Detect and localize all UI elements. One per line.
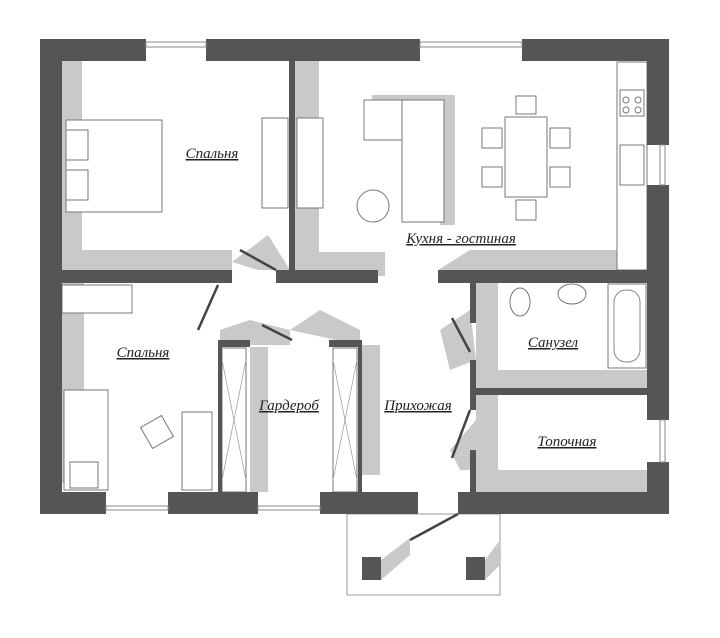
door <box>450 409 472 459</box>
chair <box>481 166 503 188</box>
chair <box>481 127 503 149</box>
office-chair <box>139 414 175 450</box>
window <box>659 419 666 463</box>
door <box>239 248 277 272</box>
window <box>659 144 666 186</box>
room-label-bedroom-2: Спальня <box>117 345 170 361</box>
room-label-kitchen-living: Кухня - гостиная <box>405 231 516 247</box>
window <box>105 505 169 511</box>
pillow <box>65 129 89 161</box>
kitchen-sink-icon <box>619 144 645 186</box>
window <box>145 41 207 48</box>
doors <box>196 248 472 542</box>
chair <box>515 95 537 115</box>
window <box>257 505 321 511</box>
windows <box>105 41 666 511</box>
entrance-door <box>409 512 459 542</box>
tv-stand <box>261 117 289 209</box>
chair <box>515 199 537 221</box>
room-label-bedroom-1: Спальня <box>186 146 239 162</box>
room-label-boiler-room: Топочная <box>538 434 597 450</box>
porch-pillar <box>362 557 381 580</box>
chair <box>549 127 571 149</box>
tv-stand <box>296 117 324 209</box>
door <box>450 317 472 353</box>
door <box>261 323 293 342</box>
chair <box>549 166 571 188</box>
pouf <box>356 189 390 223</box>
furniture <box>61 61 648 493</box>
room-label-wardrobe: Гардероб <box>258 398 319 414</box>
door <box>196 284 220 331</box>
desk <box>181 411 213 491</box>
room-label-hallway: Прихожая <box>383 398 451 414</box>
washbasin-icon <box>557 283 587 305</box>
dining-table <box>504 116 548 198</box>
closet <box>61 284 133 314</box>
window <box>419 41 523 48</box>
pillow <box>65 169 89 201</box>
stove-icon <box>619 89 645 117</box>
porch-pillar <box>466 557 485 580</box>
room-label-bathroom: Санузел <box>528 335 579 351</box>
toilet-icon <box>509 287 531 317</box>
porch <box>346 513 501 596</box>
walls <box>40 39 669 514</box>
sofa <box>401 99 445 223</box>
